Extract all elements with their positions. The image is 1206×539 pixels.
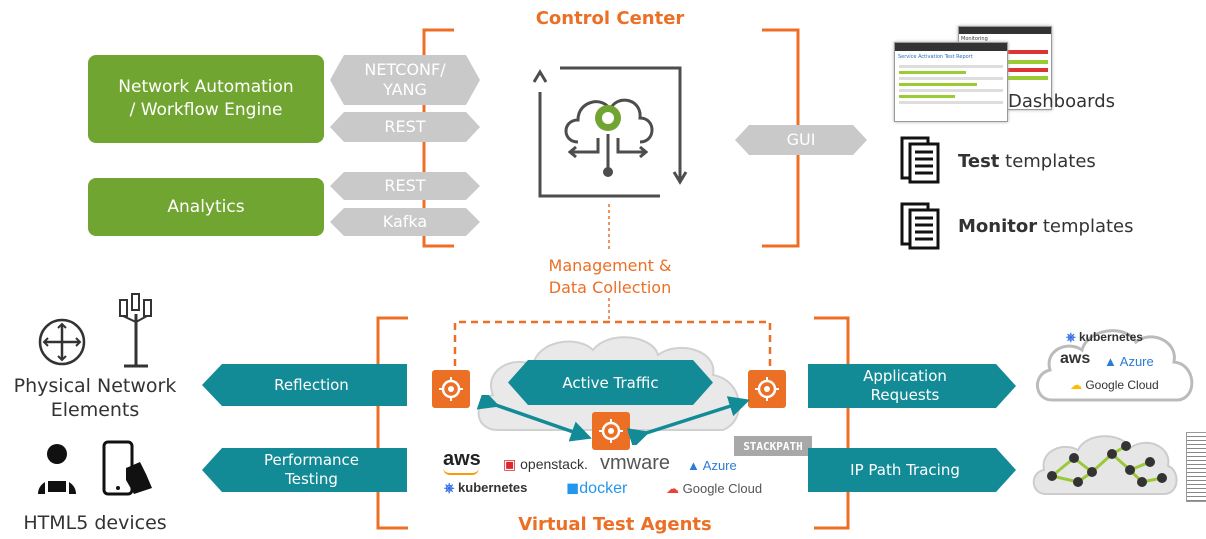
dashboards-label: Dashboards [1008,91,1116,112]
control-center-title: Control Center [535,8,685,29]
gui-interface: GUI [735,125,867,155]
aws-logo: aws [443,448,481,470]
rest-protocol-1: REST [330,112,480,142]
test-agent-right [748,370,786,408]
stackpath-logo: STACKPATH [734,436,812,456]
application-requests-arrow: Application Requests [808,364,1016,408]
ip-path-network-graph [1032,435,1178,495]
test-templates-document-icon [900,136,940,184]
performance-testing-arrow: Performance Testing [202,448,407,492]
azure-logo: ▲ Azure [687,458,737,473]
aws-smile-icon [443,468,479,475]
netconf-yang-protocol: NETCONF/ YANG [330,55,480,105]
kubernetes-logo: ⎈ kubernetes [444,480,528,495]
management-data-collection-label: Management & Data Collection [548,256,672,297]
agents-right-bracket [814,316,850,530]
network-automation-box: Network Automation / Workflow Engine [88,55,324,143]
cloud-aws-logo: aws [1060,350,1091,367]
mobile-touch-icon [102,440,152,496]
test-agent-center [592,412,630,450]
agent-traffic-arrows [476,395,751,445]
cloud-kubernetes-logo: ⎈ kubernetes [1066,330,1143,344]
analytics-box: Analytics [88,178,324,236]
monitor-templates-label: Monitor templates [958,216,1134,237]
test-agent-left [432,370,470,408]
cell-tower-icon [119,293,152,368]
ip-path-tracing-arrow: IP Path Tracing [808,448,1016,492]
trace-table-snippet [1186,432,1206,502]
vmware-logo: vmware [600,452,671,474]
kafka-protocol: Kafka [330,208,480,236]
router-icon [38,318,86,366]
dashboard-screenshot-front: Service Activation Test Report [894,42,1008,122]
management-to-agents-dashed-line [608,298,610,322]
control-center-icon [532,66,688,198]
cloud-google-logo: ☁ Google Cloud [1070,378,1159,392]
control-to-management-dashed-line [608,204,610,250]
reflection-arrow: Reflection [202,364,407,406]
agents-left-bracket [376,316,408,530]
docker-logo: ◼docker [566,480,628,497]
user-laptop-icon [38,444,76,494]
cloud-azure-logo: ▲ Azure [1104,354,1154,369]
html5-devices-label: HTML5 devices [23,512,167,534]
physical-network-elements-label: Physical Network Elements [13,375,177,421]
test-templates-label: Test templates [958,151,1096,172]
virtual-test-agents-title: Virtual Test Agents [518,514,712,535]
monitor-templates-document-icon [900,202,940,250]
google-cloud-logo: ☁ Google Cloud [666,481,763,496]
cloud-providers-cloud [1036,329,1194,402]
rest-protocol-2: REST [330,172,480,200]
openstack-logo: ▣ openstack. [503,456,588,472]
